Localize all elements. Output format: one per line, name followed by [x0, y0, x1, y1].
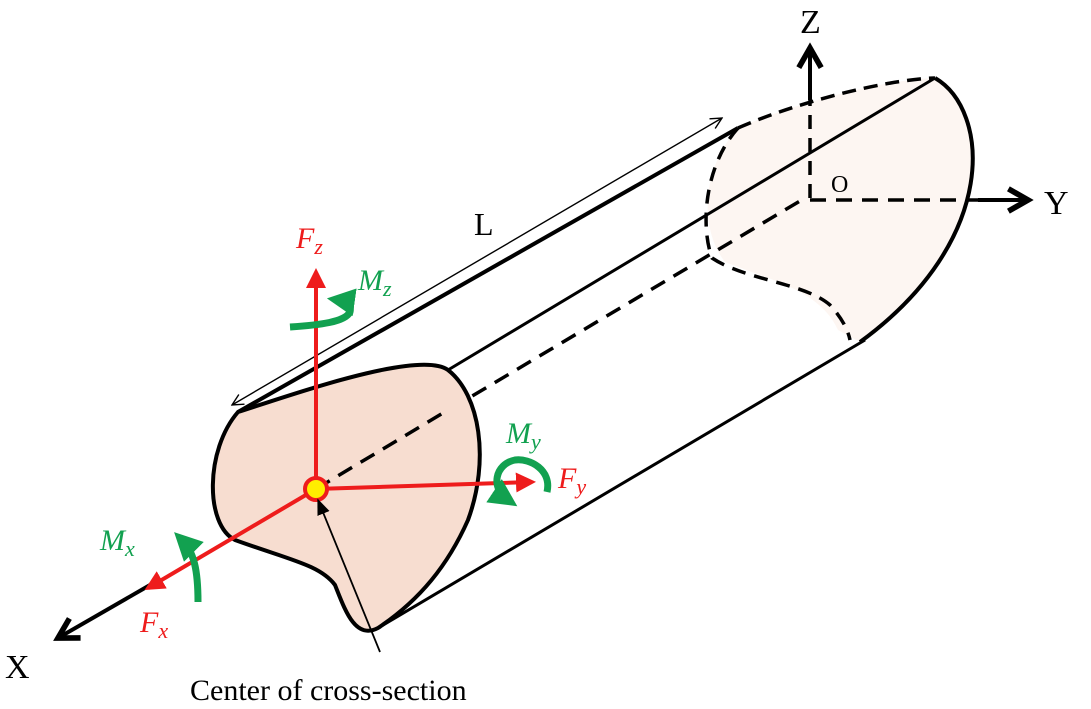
z-axis-label: Z — [800, 4, 821, 41]
origin-label: O — [831, 172, 848, 198]
far-section-edge-solid — [858, 76, 975, 344]
moment-my-arrow — [486, 456, 552, 507]
x-axis-arrow — [58, 583, 151, 638]
far-section-edge-dashed-lower — [704, 126, 852, 341]
moment-mx-label: Mx — [99, 524, 135, 561]
centroid-axis-dashed — [315, 196, 806, 491]
center-caption: Center of cross-section — [190, 674, 467, 707]
far-section-fill — [707, 78, 973, 342]
force-fx-subscript: x — [157, 618, 168, 643]
force-fz-subscript: z — [313, 234, 323, 259]
moment-mx-arrow — [174, 532, 204, 603]
x-axis-label: X — [5, 649, 30, 686]
moment-mz-label: Mz — [357, 264, 392, 301]
moment-my-subscript: y — [529, 429, 541, 454]
y-axis-label: Y — [1044, 185, 1069, 222]
force-fx-label: Fx — [139, 606, 168, 643]
beam-top-edge — [237, 126, 739, 414]
moment-my-symbol: M — [505, 417, 533, 450]
global-axes: Z Y O — [800, 4, 1069, 222]
center-pointer-arrow — [317, 498, 381, 653]
beam-bottom-edge — [377, 338, 866, 630]
force-fy-symbol: F — [557, 462, 577, 495]
center-point — [303, 476, 329, 502]
moments — [174, 288, 552, 603]
moment-mx-symbol: M — [99, 524, 127, 557]
moment-mz-arrow — [289, 288, 357, 331]
force-fz-label: Fz — [295, 222, 323, 259]
moment-mx-subscript: x — [124, 536, 135, 561]
moment-mz-symbol: M — [357, 264, 385, 297]
far-cross-section — [704, 76, 975, 344]
force-fx-arrow — [144, 487, 318, 591]
moment-my-label: My — [505, 417, 541, 454]
force-fy-label: Fy — [557, 462, 586, 499]
length-label: L — [474, 206, 494, 242]
force-fy-subscript: y — [574, 474, 586, 499]
length-dimension-line — [232, 118, 722, 405]
force-fx-symbol: F — [139, 606, 159, 639]
force-fz-symbol: F — [295, 222, 315, 255]
moment-mz-subscript: z — [382, 276, 392, 301]
far-section-edge-dashed — [737, 76, 936, 130]
